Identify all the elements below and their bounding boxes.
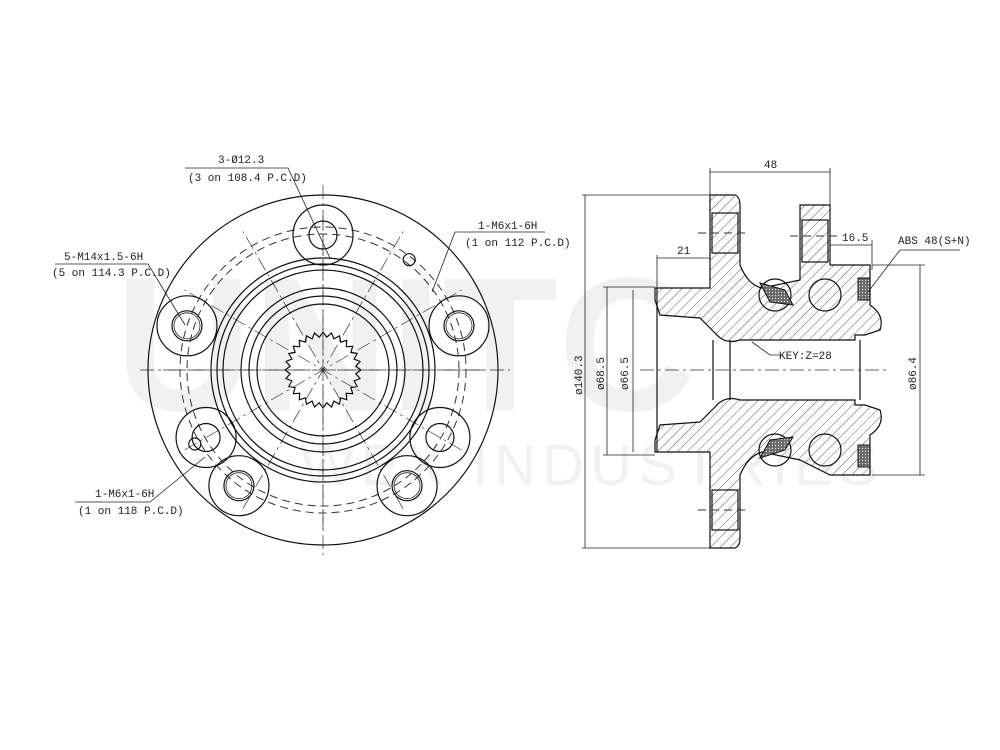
dim-d86: ø86.4 bbox=[872, 264, 925, 476]
callout-3-holes: 3-Ø12.3 (3 on 108.4 P.C.D) bbox=[185, 155, 331, 259]
callout-m14-bolts: 5-M14x1.5-6H (5 on 114.3 P.C.D) bbox=[52, 252, 186, 326]
svg-text:21: 21 bbox=[677, 246, 691, 258]
svg-text:1-M6x1-6H: 1-M6x1-6H bbox=[478, 221, 537, 233]
radial-centerline bbox=[184, 289, 462, 451]
bolt-lobe bbox=[208, 455, 270, 517]
bolt-hole bbox=[171, 310, 203, 342]
callout-m6-112: 1-M6x1-6H (1 on 112 P.C.D) bbox=[431, 221, 571, 293]
svg-text:1-M6x1-6H: 1-M6x1-6H bbox=[95, 489, 154, 501]
svg-text:(1 on 118 P.C.D): (1 on 118 P.C.D) bbox=[78, 506, 184, 518]
through-hole bbox=[425, 422, 455, 453]
bolt-lobe bbox=[156, 295, 218, 357]
m6-hole bbox=[402, 253, 416, 267]
watermark-logo: UNITC WEX INDUSTRIES bbox=[115, 239, 878, 498]
through-hole bbox=[308, 220, 338, 250]
svg-text:(5 on 114.3 P.C.D): (5 on 114.3 P.C.D) bbox=[52, 268, 171, 280]
bolt-hole bbox=[391, 470, 423, 502]
hub-ring bbox=[216, 263, 430, 477]
dim-21: 21 bbox=[656, 246, 710, 288]
hole-lobe bbox=[175, 406, 237, 469]
pcd-circle bbox=[179, 226, 467, 514]
abs-callout: ABS 48(S+N) bbox=[867, 236, 971, 293]
bolt-lobe bbox=[376, 455, 438, 517]
svg-text:3-Ø12.3: 3-Ø12.3 bbox=[218, 155, 264, 167]
bolt-thread bbox=[173, 312, 201, 340]
svg-text:KEY:Z=28: KEY:Z=28 bbox=[779, 351, 832, 363]
pcd-circle bbox=[186, 233, 460, 507]
m6-hole bbox=[188, 437, 202, 451]
svg-text:(3 on 108.4 P.C.D): (3 on 108.4 P.C.D) bbox=[188, 173, 307, 185]
bearing-balls bbox=[758, 277, 871, 468]
bolt-hole bbox=[443, 310, 475, 342]
bolt-thread bbox=[445, 312, 473, 340]
bolt-lobe bbox=[428, 295, 490, 357]
flange-outline bbox=[147, 194, 499, 546]
inner-ring bbox=[240, 287, 406, 453]
dim-d66: ø66.5 bbox=[620, 290, 634, 452]
svg-text:ABS 48(S+N): ABS 48(S+N) bbox=[898, 236, 971, 248]
dim-d140: ø140.3 bbox=[574, 194, 710, 549]
key-callout: KEY:Z=28 bbox=[751, 341, 832, 363]
front-view bbox=[140, 185, 510, 555]
svg-text:5-M14x1.5-6H: 5-M14x1.5-6H bbox=[64, 252, 143, 264]
svg-text:UNITC: UNITC bbox=[115, 239, 695, 451]
spline-bore bbox=[283, 330, 363, 410]
svg-text:48: 48 bbox=[764, 160, 777, 172]
dim-48: 48 bbox=[709, 160, 831, 205]
hub-ring bbox=[210, 257, 436, 483]
callout-m6-118: 1-M6x1-6H (1 on 118 P.C.D) bbox=[75, 456, 206, 518]
hole-lobe bbox=[292, 204, 354, 266]
bolt-thread bbox=[225, 472, 253, 500]
bolt-thread bbox=[393, 472, 421, 500]
inner-ring bbox=[256, 303, 390, 437]
svg-text:ø66.5: ø66.5 bbox=[620, 357, 632, 390]
section-view: 48 21 16.5 ABS 48(S+N) KEY:Z=28 ø140.3 ø… bbox=[574, 160, 971, 549]
svg-text:ø140.3: ø140.3 bbox=[574, 355, 586, 395]
inner-ring bbox=[248, 295, 398, 445]
bolt-hole bbox=[223, 470, 255, 502]
svg-text:ø68.5: ø68.5 bbox=[596, 357, 608, 390]
svg-text:(1 on 112 P.C.D): (1 on 112 P.C.D) bbox=[465, 238, 571, 250]
svg-text:16.5: 16.5 bbox=[842, 233, 868, 245]
dim-d68: ø68.5 bbox=[596, 286, 655, 456]
hub-ring bbox=[222, 269, 424, 471]
through-hole bbox=[191, 422, 221, 453]
hole-lobe bbox=[409, 406, 471, 469]
svg-text:ø86.4: ø86.4 bbox=[908, 357, 920, 390]
